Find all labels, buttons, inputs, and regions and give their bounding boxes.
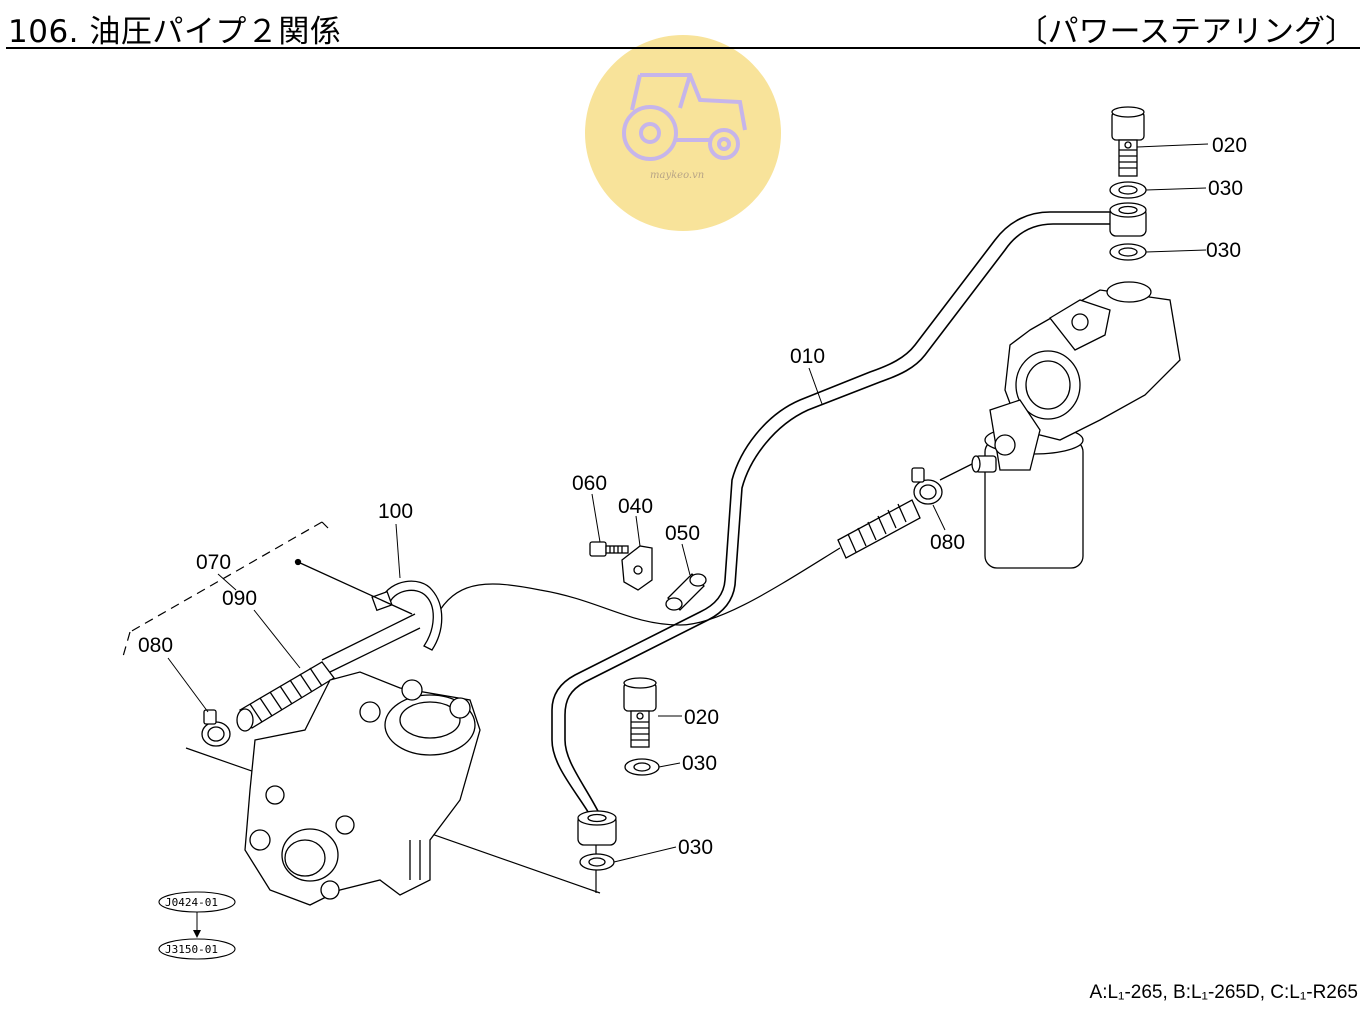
washer-030-top2 <box>1109 243 1147 261</box>
callout-040: 040 <box>618 495 653 518</box>
callout-070: 070 <box>196 551 231 574</box>
hose-clamp-080-left <box>201 709 231 747</box>
callout-060: 060 <box>572 472 607 495</box>
banjo-eye-top <box>1109 202 1147 237</box>
callout-050: 050 <box>665 522 700 545</box>
tractor-icon <box>622 73 747 161</box>
callout-010: 010 <box>790 345 825 368</box>
bolt-060 <box>589 541 629 557</box>
page-header: 106. 油圧パイプ２関係 〔パワーステアリング〕 <box>0 0 1366 52</box>
pipe-010 <box>551 211 1112 816</box>
banjo-bolt-020-top <box>1111 106 1145 177</box>
steering-valve-right <box>984 281 1181 569</box>
clip-100 <box>371 580 443 651</box>
callout-080-left: 080 <box>138 634 173 657</box>
section-title: 〔パワーステアリング〕 <box>1016 14 1356 50</box>
page-title: 106. 油圧パイプ２関係 <box>8 14 342 50</box>
banjo-bolt-020-mid <box>623 677 657 748</box>
model-applicability-note: A:L₁-265, B:L₁-265D, C:L₁-R265 <box>1089 982 1358 1003</box>
header-divider <box>6 47 1360 49</box>
banjo-eye-mid <box>577 810 617 846</box>
hose-070 <box>294 558 421 673</box>
hose-right <box>837 499 921 559</box>
arrow-down-icon <box>193 930 201 938</box>
ref-label-1: J0424-01 <box>165 896 218 909</box>
hose-clamp-080-right <box>911 467 943 505</box>
callout-030-mid: 030 <box>682 752 717 775</box>
reference-links: J0424-01 J3150-01 <box>158 891 236 960</box>
hose-090 <box>236 661 335 732</box>
callout-030-low: 030 <box>678 836 713 859</box>
callout-020-top: 020 <box>1212 134 1247 157</box>
washer-030-top1 <box>1109 181 1147 199</box>
callout-labels: 020 030 030 010 060 040 050 100 070 090 … <box>138 134 1247 859</box>
washer-030-low <box>579 853 615 871</box>
callout-090: 090 <box>222 587 257 610</box>
ref-oval-2 <box>158 938 236 960</box>
collar-050 <box>665 573 707 611</box>
callout-100: 100 <box>378 500 413 523</box>
leader-lines <box>167 143 1209 863</box>
assembly-bracket <box>121 521 329 661</box>
gearbox-left <box>244 671 481 906</box>
watermark-text: maykeo.vn <box>650 170 704 181</box>
washer-030-mid <box>624 758 660 776</box>
ref-label-2: J3150-01 <box>165 943 218 956</box>
callout-080-right: 080 <box>930 531 965 554</box>
hose-fitting-right <box>939 455 997 481</box>
callout-030-top1: 030 <box>1208 177 1243 200</box>
watermark-logo: maykeo.vn <box>585 35 781 231</box>
callout-030-top2: 030 <box>1206 239 1241 262</box>
callout-020-mid: 020 <box>684 706 719 729</box>
